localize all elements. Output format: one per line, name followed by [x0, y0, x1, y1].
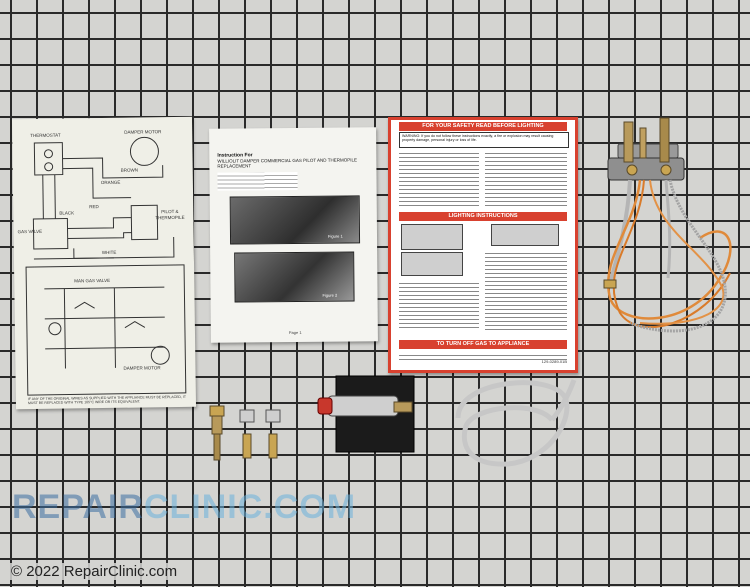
pilot-hood: [623, 121, 634, 163]
damper-motor-lower-label: DAMPER MOTOR: [123, 365, 161, 371]
safety-text-right: [485, 150, 567, 206]
gas-valve-diagram-1: [401, 224, 463, 250]
wiring-diagram-sheet: THERMOSTAT DAMPER MOTOR ORANGE BROWN RED…: [11, 116, 197, 410]
watermark: REPAIRCLINIC.COM: [12, 488, 356, 527]
watermark-repair: REPAIR: [12, 488, 144, 526]
thermopile-lead: [629, 179, 727, 333]
safety-lighting-sheet: FOR YOUR SAFETY READ BEFORE LIGHTING WAR…: [388, 117, 578, 373]
instruction-subtitle: WILLIOLIT DAMPER COMMERCIAL GAS PILOT AN…: [217, 157, 357, 170]
orifice-fitting-2: [265, 409, 281, 423]
sheet-code: 129-0289-01B: [541, 359, 567, 364]
turn-off-header: TO TURN OFF GAS TO APPLIANCE: [399, 340, 567, 349]
gas-supply-tube: [608, 179, 632, 284]
thermopile-tip: [659, 117, 670, 163]
red-wire-label: RED: [89, 204, 99, 210]
turn-off-steps: [399, 352, 567, 362]
orange-lead-wire: [607, 179, 732, 320]
gas-supply-tubing: [455, 379, 577, 467]
warning-text: WARNING: If you do not follow these inst…: [402, 134, 554, 143]
lighting-steps-right: [485, 250, 567, 330]
gas-valve-diagram-2: [491, 224, 559, 246]
figure-2-label: Figure 2: [322, 292, 338, 298]
orifice-fitting: [239, 409, 255, 423]
instruction-text-block: [217, 171, 298, 191]
man-gas-valve-label: MAN GAS VALVE: [74, 277, 111, 284]
thermostat-label: THERMOSTAT: [30, 132, 61, 139]
brass-fittings: [209, 405, 281, 461]
warning-box: WARNING: If you do not follow these inst…: [399, 132, 569, 148]
pilot-assembly: [603, 117, 732, 333]
orange-wire-label: ORANGE: [100, 179, 121, 186]
igniter-red-button: [317, 397, 333, 415]
wiring-diagram-drawing: [25, 136, 187, 396]
black-wire-label: BLACK: [59, 210, 75, 216]
gas-valve-diagram-3: [401, 252, 463, 276]
instruction-sheet: Instruction For WILLIOLIT DAMPER COMMERC…: [209, 127, 378, 343]
safety-text-left: [399, 150, 479, 206]
gas-valve-label: GAS VALVE: [17, 228, 43, 235]
piezo-igniter: [317, 375, 415, 453]
safety-header: FOR YOUR SAFETY READ BEFORE LIGHTING: [399, 122, 567, 131]
compression-nut: [209, 405, 225, 417]
lighting-steps-left: [399, 280, 479, 330]
brown-wire-label: BROWN: [120, 167, 138, 173]
lighting-header: LIGHTING INSTRUCTIONS: [399, 212, 567, 221]
watermark-clinic: CLINIC.COM: [143, 488, 357, 526]
white-wire-label: WHITE: [101, 249, 117, 256]
damper-motor-label: DAMPER MOTOR: [124, 129, 162, 135]
thermopile-label: THERMOPILE: [155, 214, 185, 221]
copyright-notice: © 2022 RepairClinic.com: [8, 563, 181, 580]
figure-1-label: Figure 1: [327, 233, 343, 239]
page-number: Page 1: [288, 329, 302, 336]
pilot-label: PILOT &: [161, 208, 179, 215]
